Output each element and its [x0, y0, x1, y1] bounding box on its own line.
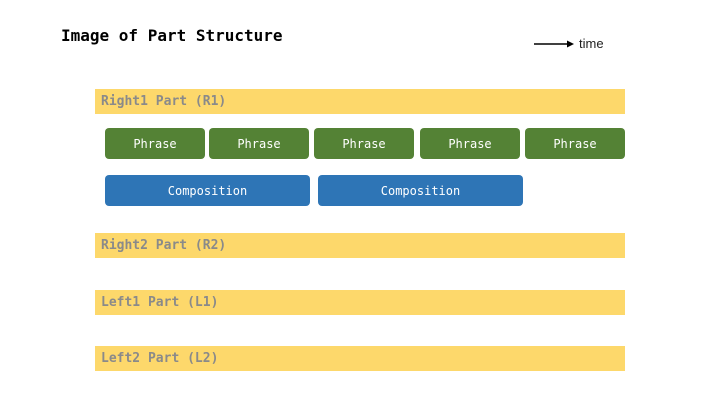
phrase-block: Phrase: [105, 128, 205, 159]
diagram-title: Image of Part Structure: [61, 26, 283, 45]
part-bar-r1: Right1 Part (R1): [95, 89, 625, 114]
part-bar-r2: Right2 Part (R2): [95, 233, 625, 258]
phrase-block: Phrase: [420, 128, 520, 159]
part-label: Right2 Part (R2): [101, 238, 227, 253]
composition-block: Composition: [318, 175, 523, 206]
composition-label: Composition: [167, 183, 248, 198]
time-label: time: [579, 36, 604, 51]
part-bar-l1: Left1 Part (L1): [95, 290, 625, 315]
phrase-block: Phrase: [209, 128, 309, 159]
phrase-label: Phrase: [133, 136, 177, 151]
phrase-label: Phrase: [237, 136, 281, 151]
part-bar-l2: Left2 Part (L2): [95, 346, 625, 371]
phrase-label: Phrase: [553, 136, 597, 151]
part-label: Left2 Part (L2): [101, 351, 219, 366]
part-label: Left1 Part (L1): [101, 295, 219, 310]
phrase-block: Phrase: [525, 128, 625, 159]
composition-block: Composition: [105, 175, 310, 206]
phrase-label: Phrase: [448, 136, 492, 151]
part-label: Right1 Part (R1): [101, 94, 227, 109]
arrow-right-icon: [534, 40, 574, 47]
phrase-label: Phrase: [342, 136, 386, 151]
composition-label: Composition: [380, 183, 461, 198]
time-legend: time: [534, 36, 604, 51]
phrase-block: Phrase: [314, 128, 414, 159]
